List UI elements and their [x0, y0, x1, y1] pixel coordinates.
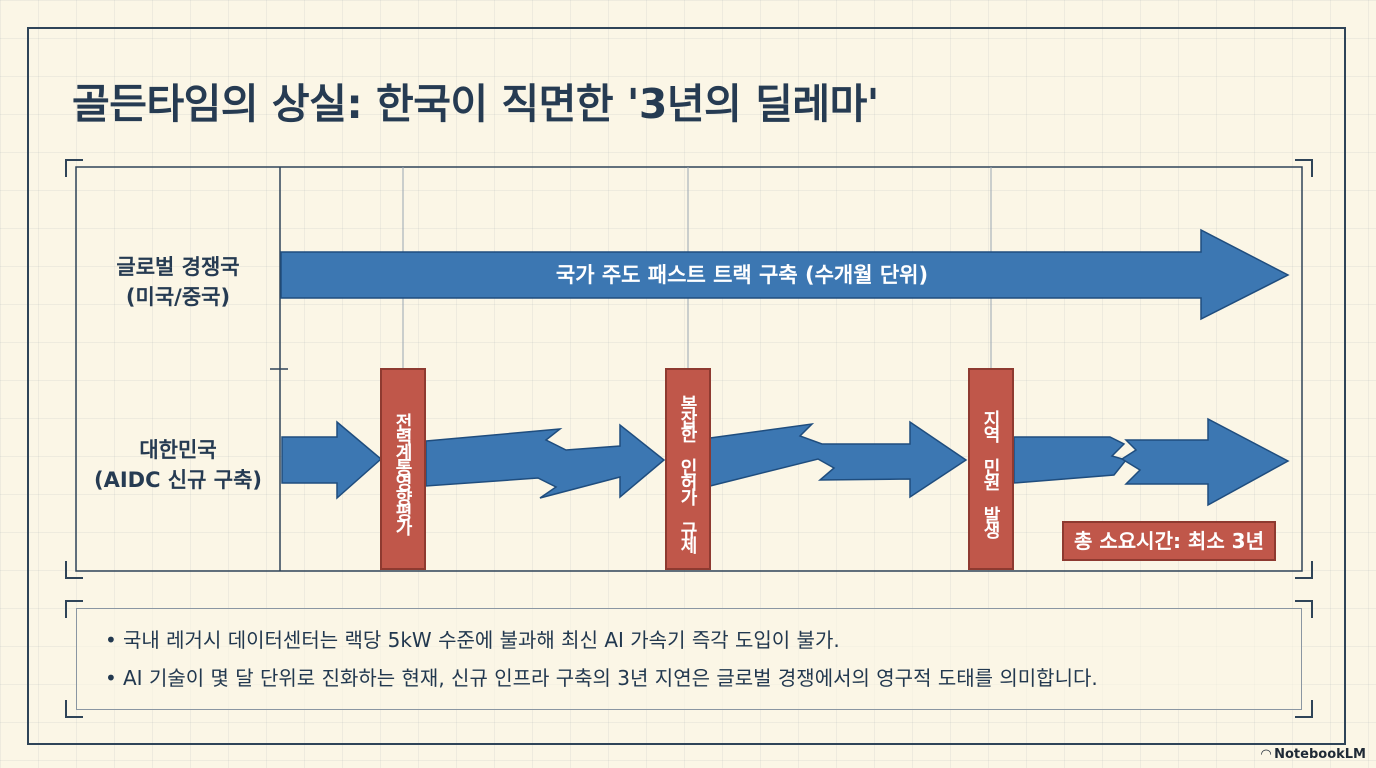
- korea-arrow-3: [709, 420, 968, 499]
- note-item: •AI 기술이 몇 달 단위로 진화하는 현재, 신규 인프라 구축의 3년 지…: [105, 659, 1301, 697]
- row-label-global-line1: 글로벌 경쟁국: [116, 255, 240, 279]
- page-title: 골든타임의 상실: 한국이 직면한 '3년의 딜레마': [72, 80, 879, 128]
- panel-corner-brackets: [65, 159, 1313, 718]
- korea-arrow-2: [425, 423, 666, 499]
- korea-arrow-segments: [281, 417, 1290, 507]
- diagram-panel: [75, 166, 1303, 572]
- note-text-2: AI 기술이 몇 달 단위로 진화하는 현재, 신규 인프라 구축의 3년 지연…: [123, 666, 1098, 690]
- notebooklm-logo-icon: ◠: [1261, 747, 1272, 762]
- barrier-permit-regulation: 복잡한 인허가 규제: [665, 368, 711, 570]
- row-label-korea: 대한민국 (AIDC 신규 구축): [78, 435, 278, 495]
- fast-track-label: 국가 주도 패스트 트랙 구축 (수개월 단위): [555, 263, 929, 287]
- brand-name: NotebookLM: [1274, 747, 1366, 762]
- bullet-icon: •: [105, 628, 117, 652]
- korea-arrow-1: [281, 420, 383, 500]
- notes-box: •국내 레거시 데이터센터는 랙당 5kW 수준에 불과해 최신 AI 가속기 …: [76, 608, 1302, 710]
- barrier-power-grid-assessment: 전력계통영향평가: [380, 368, 426, 570]
- row-label-korea-line1: 대한민국: [139, 438, 217, 462]
- note-text-1: 국내 레거시 데이터센터는 랙당 5kW 수준에 불과해 최신 AI 가속기 즉…: [123, 628, 840, 652]
- barrier-local-complaints: 지역 민원 발생: [968, 368, 1014, 570]
- korea-arrow-5: [1120, 417, 1290, 507]
- fast-track-arrow: [280, 228, 1290, 321]
- notes-list: •국내 레거시 데이터센터는 랙당 5kW 수준에 불과해 최신 AI 가속기 …: [77, 609, 1301, 697]
- row-label-global-line2: (미국/중국): [125, 285, 231, 309]
- row-label-global: 글로벌 경쟁국 (미국/중국): [78, 252, 278, 312]
- bullet-icon: •: [105, 666, 117, 690]
- outer-frame: [27, 27, 1346, 745]
- row-label-korea-line2: (AIDC 신규 구축): [93, 468, 262, 492]
- note-item: •국내 레거시 데이터센터는 랙당 5kW 수준에 불과해 최신 AI 가속기 …: [105, 621, 1301, 659]
- brand-watermark: ◠NotebookLM: [1261, 747, 1366, 762]
- total-time-badge: 총 소요시간: 최소 3년: [1062, 521, 1277, 561]
- korea-arrow-4: [1013, 436, 1128, 484]
